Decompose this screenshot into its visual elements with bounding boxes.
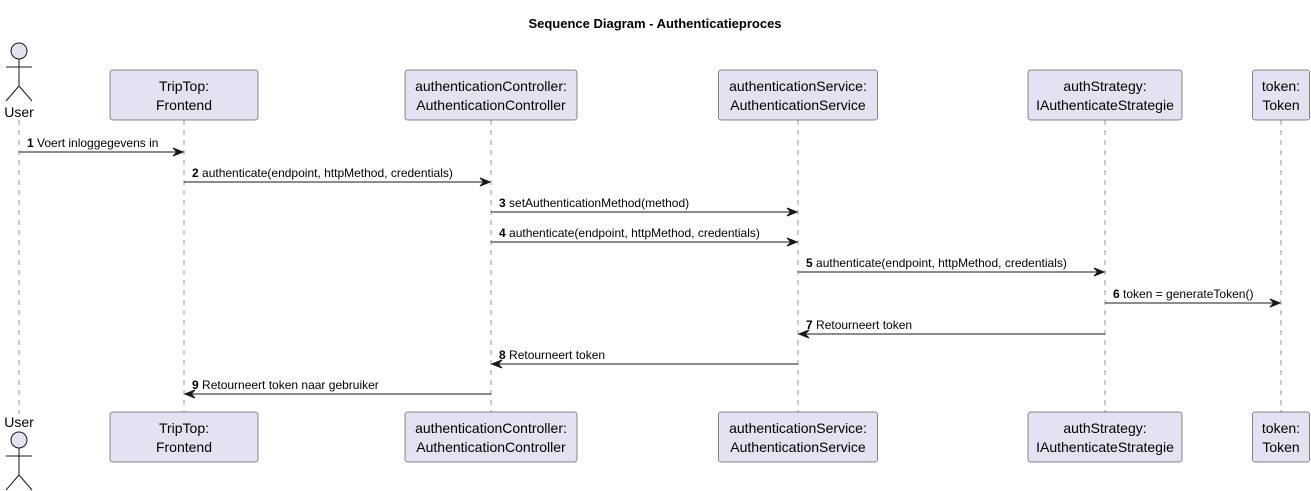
participant-type: Frontend [156, 97, 212, 113]
message-text: Retourneert token naar gebruiker [199, 378, 379, 392]
user-actor-top: User [4, 42, 34, 120]
actor-head-icon [10, 431, 28, 449]
arrowhead-icon [183, 389, 196, 399]
message-text: Voert inloggegevens in [34, 136, 159, 150]
user-actor-bottom: User [4, 414, 34, 491]
message-1: 1 Voert inloggegevens in [19, 136, 185, 157]
participant-type: AuthenticationService [730, 97, 866, 113]
participant-box [109, 411, 259, 463]
participant-controller-top: authenticationController: AuthenticationC… [404, 69, 578, 121]
participant-strategy-bottom: authStrategy: IAuthenticateStrategie [1027, 411, 1183, 463]
participant-box [1027, 69, 1183, 121]
participant-name: authenticationController: [415, 78, 567, 94]
arrowhead-icon [797, 329, 810, 339]
participant-box [1252, 69, 1310, 121]
diagram-title: Sequence Diagram - Authenticatieproces [528, 16, 781, 31]
actor-label: User [4, 104, 34, 120]
arrowhead-icon [786, 207, 799, 217]
message-label: 9 Retourneert token naar gebruiker [192, 378, 379, 392]
message-text: authenticate(endpoint, httpMethod, crede… [506, 226, 760, 240]
message-label: 7 Retourneert token [806, 318, 912, 332]
participant-name: token: [1262, 78, 1300, 94]
message-label: 4 authenticate(endpoint, httpMethod, cre… [499, 226, 760, 240]
actor-label: User [4, 414, 34, 430]
message-label: 6 token = generateToken() [1113, 287, 1253, 301]
message-number: 7 [806, 318, 813, 332]
arrowhead-icon [786, 237, 799, 247]
participant-type: IAuthenticateStrategie [1036, 97, 1174, 113]
message-text: authenticate(endpoint, httpMethod, crede… [199, 166, 453, 180]
arrowhead-icon [479, 177, 492, 187]
message-number: 3 [499, 196, 506, 210]
participant-type: Frontend [156, 439, 212, 455]
participant-name: TripTop: [159, 78, 209, 94]
message-number: 1 [27, 136, 34, 150]
actor-body-icon [5, 448, 33, 491]
participant-type: Token [1262, 97, 1299, 113]
message-number: 4 [499, 226, 506, 240]
messages: 1 Voert inloggegevens in 2 authenticate(e… [19, 136, 1282, 399]
lifelines [18, 120, 1282, 414]
message-number: 6 [1113, 287, 1120, 301]
participant-service-top: authenticationService: AuthenticationServ… [718, 69, 878, 121]
participant-type: AuthenticationService [730, 439, 866, 455]
message-5: 5 authenticate(endpoint, httpMethod, cre… [798, 256, 1106, 277]
arrowhead-icon [1269, 298, 1282, 308]
arrowhead-icon [1093, 267, 1106, 277]
participant-name: authenticationService: [729, 78, 867, 94]
message-text: setAuthenticationMethod(method) [506, 196, 689, 210]
participant-type: AuthenticationController [416, 439, 566, 455]
message-number: 5 [806, 256, 813, 270]
actor-head-icon [10, 42, 28, 60]
message-8: 8 Retourneert token [490, 348, 798, 369]
participant-box [404, 411, 578, 463]
arrowhead-icon [172, 147, 185, 157]
message-text: Retourneert token [506, 348, 605, 362]
message-label: 8 Retourneert token [499, 348, 605, 362]
message-label: 2 authenticate(endpoint, httpMethod, cre… [192, 166, 453, 180]
participant-box [718, 411, 878, 463]
participant-name: authenticationController: [415, 420, 567, 436]
message-6: 6 token = generateToken() [1105, 287, 1282, 308]
message-2: 2 authenticate(endpoint, httpMethod, cre… [184, 166, 492, 187]
participants: TripTop:FrontendTripTop:Frontendauthenti… [109, 69, 1310, 463]
message-7: 7 Retourneert token [797, 318, 1105, 339]
message-text: token = generateToken() [1120, 287, 1254, 301]
message-label: 5 authenticate(endpoint, httpMethod, cre… [806, 256, 1067, 270]
participant-service-bottom: authenticationService: AuthenticationServ… [718, 411, 878, 463]
message-4: 4 authenticate(endpoint, httpMethod, cre… [491, 226, 799, 247]
participant-name: authStrategy: [1063, 78, 1146, 94]
message-number: 9 [192, 378, 199, 392]
message-number: 2 [192, 166, 199, 180]
message-label: 3 setAuthenticationMethod(method) [499, 196, 689, 210]
participant-type: Token [1262, 439, 1299, 455]
actor-body-icon [5, 59, 33, 102]
participant-name: authenticationService: [729, 420, 867, 436]
participant-token-top: token: Token [1252, 69, 1310, 121]
participant-frontend-top: TripTop: Frontend [109, 69, 259, 121]
message-number: 8 [499, 348, 506, 362]
participant-token-bottom: token: Token [1252, 411, 1310, 463]
participant-name: authStrategy: [1063, 420, 1146, 436]
participant-controller-bottom: authenticationController: AuthenticationC… [404, 411, 578, 463]
message-text: Retourneert token [813, 318, 912, 332]
message-9: 9 Retourneert token naar gebruiker [183, 378, 491, 399]
message-text: authenticate(endpoint, httpMethod, crede… [813, 256, 1067, 270]
participant-name: token: [1262, 420, 1300, 436]
participant-strategy-top: authStrategy: IAuthenticateStrategie [1027, 69, 1183, 121]
participant-type: AuthenticationController [416, 97, 566, 113]
participant-frontend-bottom: TripTop: Frontend [109, 411, 259, 463]
participant-box [1027, 411, 1183, 463]
message-label: 1 Voert inloggegevens in [27, 136, 158, 150]
participant-box [718, 69, 878, 121]
message-3: 3 setAuthenticationMethod(method) [491, 196, 799, 217]
participant-name: TripTop: [159, 420, 209, 436]
participant-box [1252, 411, 1310, 463]
arrowhead-icon [490, 359, 503, 369]
participant-type: IAuthenticateStrategie [1036, 439, 1174, 455]
participant-box [404, 69, 578, 121]
participant-box [109, 69, 259, 121]
